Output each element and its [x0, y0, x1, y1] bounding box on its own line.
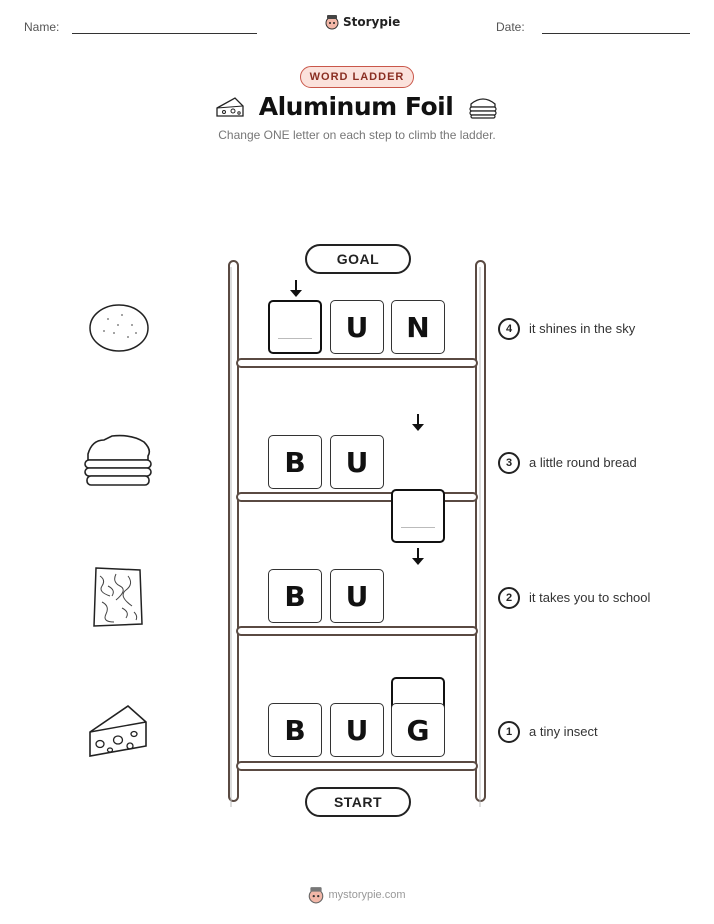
letter-tile: U: [330, 703, 384, 757]
ladder-frame: [228, 260, 486, 807]
date-label: Date:: [496, 20, 525, 34]
page-title: Aluminum Foil: [258, 92, 454, 121]
brand-logo: Storypie: [325, 14, 400, 30]
letter-tile-blank[interactable]: [268, 300, 322, 354]
clue-text: a little round bread: [529, 455, 637, 470]
moon-icon: [89, 304, 149, 352]
step-number: 4: [498, 318, 520, 340]
letter-tile: U: [330, 300, 384, 354]
sandwich-icon: [84, 434, 152, 486]
start-label: START: [305, 787, 411, 817]
cheese-icon: [216, 96, 244, 117]
arrow-down-icon: [290, 280, 302, 297]
letter-tile: U: [330, 569, 384, 623]
letter-tile: B: [268, 703, 322, 757]
step-number: 1: [498, 721, 520, 743]
letter-tile: B: [268, 569, 322, 623]
bear-icon: [309, 887, 324, 904]
sandwich-icon: [469, 97, 497, 119]
arrow-down-icon: [412, 414, 424, 431]
letter-tile: G: [391, 703, 445, 757]
step-number: 2: [498, 587, 520, 609]
goal-label: GOAL: [305, 244, 411, 274]
date-line[interactable]: [542, 33, 690, 34]
name-label: Name:: [24, 20, 60, 34]
step-number: 3: [498, 452, 520, 474]
cheese-icon: [89, 704, 147, 757]
instructions: Change ONE letter on each step to climb …: [218, 128, 496, 142]
letter-tile: B: [268, 435, 322, 489]
foil-icon: [93, 567, 143, 627]
letter-tile-blank[interactable]: [391, 489, 445, 543]
clue-text: it shines in the sky: [529, 321, 636, 336]
brand-name: Storypie: [343, 15, 401, 29]
letter-tile: U: [330, 435, 384, 489]
footer-site[interactable]: mystorypie.com: [328, 889, 406, 901]
letter-tile: N: [391, 300, 445, 354]
footer-brand: mystorypie.com: [308, 886, 406, 904]
clue-text: a tiny insect: [529, 724, 598, 739]
name-line[interactable]: [72, 33, 257, 34]
bear-icon: [325, 15, 339, 30]
arrow-down-icon: [412, 548, 424, 565]
worksheet-type-badge: WORD LADDER: [299, 66, 415, 88]
clue-text: it takes you to school: [529, 590, 651, 605]
